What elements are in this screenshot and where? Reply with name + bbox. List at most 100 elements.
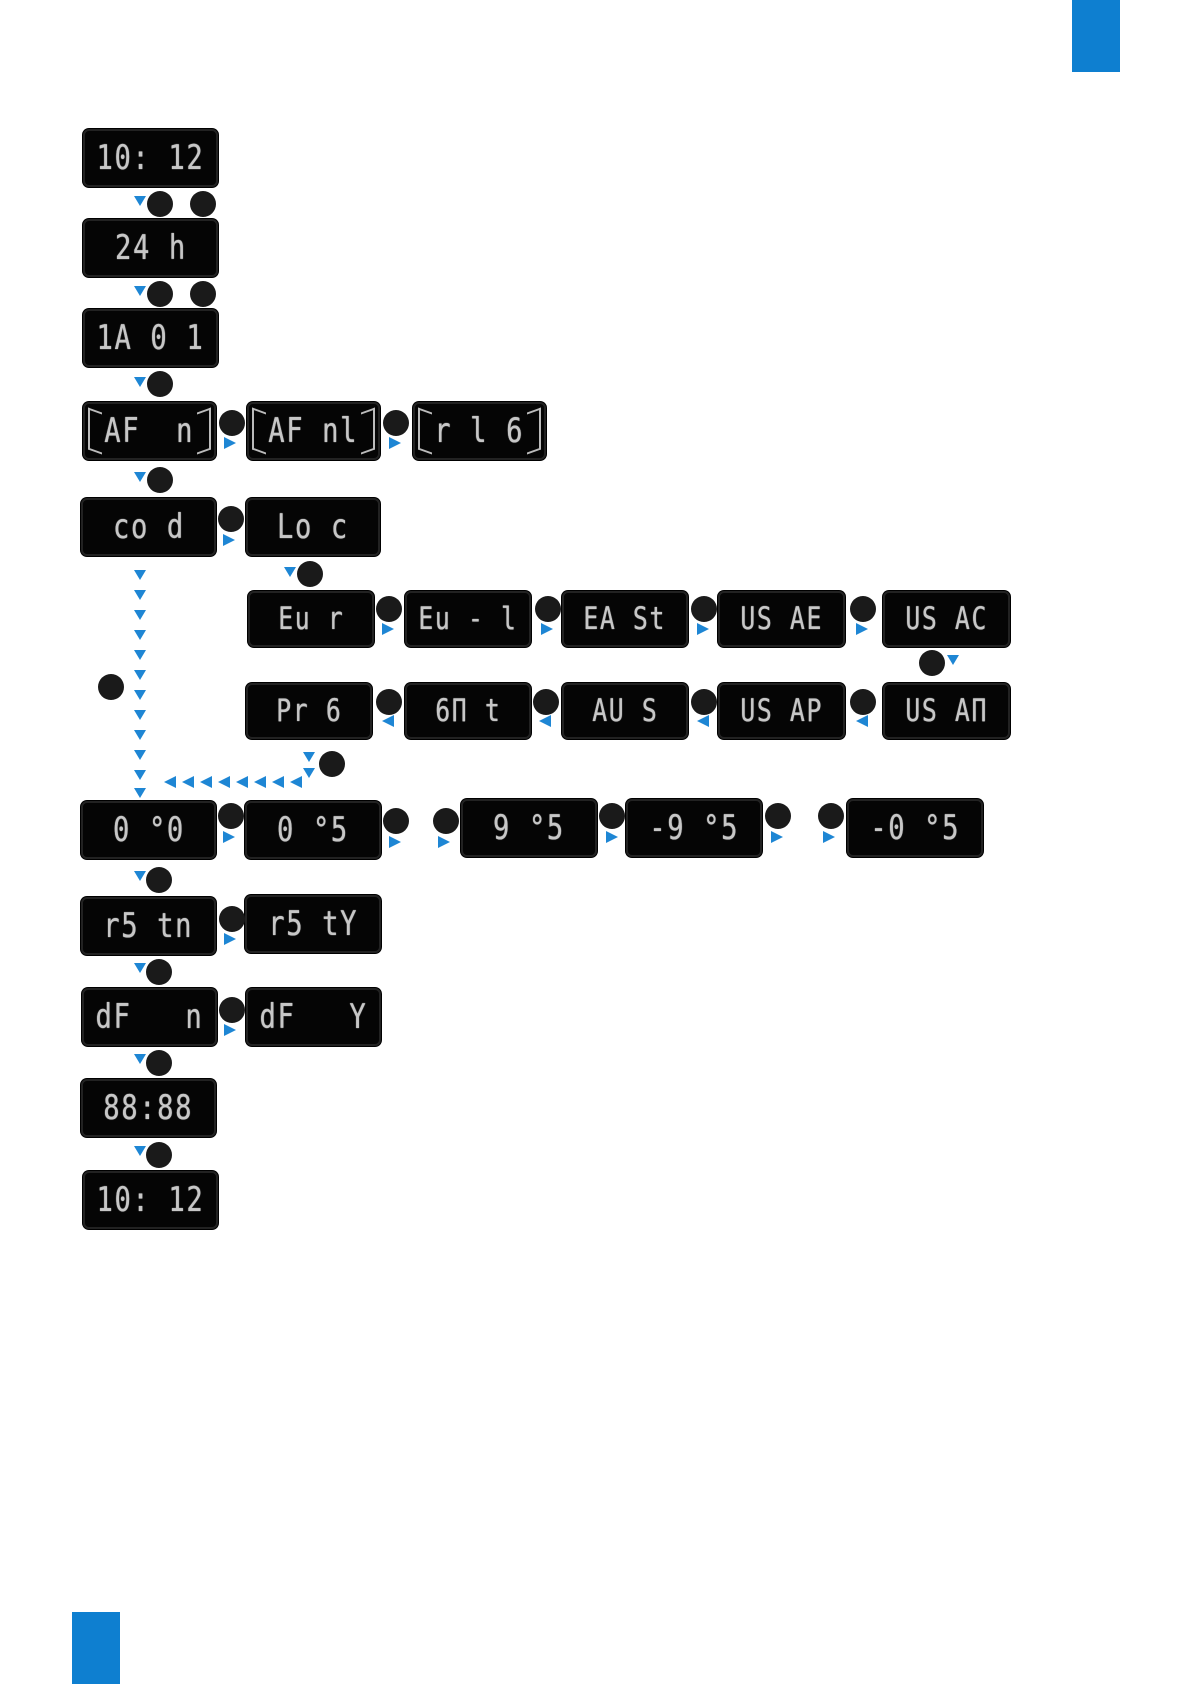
display-eur: Eu r: [248, 591, 374, 647]
button-dot-icon: [147, 371, 173, 397]
arrow-left-icon: [164, 776, 176, 788]
arrow-down-icon: [134, 963, 146, 973]
page-tab-top: [1072, 0, 1120, 72]
button-dot-icon: [219, 997, 245, 1023]
display-offset-9-05: 9 °5: [461, 799, 597, 857]
button-dot-icon: [147, 281, 173, 307]
button-dot-icon: [219, 906, 245, 932]
arrow-down-icon: [134, 650, 146, 660]
arrow-right-icon: [771, 831, 783, 843]
display-time-start: 10: 12: [83, 129, 218, 187]
display-usac: US AC: [883, 591, 1010, 647]
display-usam: US AΠ: [883, 683, 1010, 739]
arrow-right-icon: [224, 1024, 236, 1036]
display-hour-format: 24 h: [83, 219, 218, 277]
button-dot-icon: [146, 867, 172, 893]
button-dot-icon: [146, 1050, 172, 1076]
arrow-left-icon: [697, 715, 709, 727]
button-dot-icon: [818, 803, 844, 829]
display-aus: AU S: [562, 683, 688, 739]
arrow-right-icon: [223, 831, 235, 843]
button-dot-icon: [218, 506, 244, 532]
arrow-down-icon: [134, 1054, 146, 1064]
button-dot-icon: [98, 674, 124, 700]
arrow-down-icon: [284, 567, 296, 577]
arrow-down-icon: [134, 710, 146, 720]
display-loc: Lo c: [246, 498, 380, 556]
button-dot-icon: [319, 751, 345, 777]
button-dot-icon: [919, 650, 945, 676]
button-dot-icon: [433, 808, 459, 834]
display-east: EA St: [562, 591, 688, 647]
display-usap: US AP: [718, 683, 845, 739]
arrow-down-icon: [947, 655, 959, 665]
button-dot-icon: [146, 1142, 172, 1168]
arrow-down-icon: [134, 788, 146, 798]
button-dot-icon: [376, 689, 402, 715]
arrow-right-icon: [856, 623, 868, 635]
button-dot-icon: [383, 808, 409, 834]
button-dot-icon: [147, 467, 173, 493]
arrow-down-icon: [134, 196, 146, 206]
arrow-down-icon: [134, 630, 146, 640]
display-afny: AF nl: [247, 402, 380, 460]
button-dot-icon: [535, 596, 561, 622]
button-dot-icon: [383, 410, 409, 436]
display-firmware: 1A 0 1: [83, 309, 218, 367]
arrow-right-icon: [697, 623, 709, 635]
arrow-down-icon: [303, 768, 315, 778]
button-dot-icon: [533, 689, 559, 715]
button-dot-icon: [850, 596, 876, 622]
arrow-down-icon: [134, 1146, 146, 1156]
arrow-down-icon: [134, 730, 146, 740]
arrow-right-icon: [541, 623, 553, 635]
display-offset-neg-0-05: -0 °5: [847, 799, 983, 857]
arrow-right-icon: [224, 933, 236, 945]
display-afn: AF n: [83, 402, 216, 460]
arrow-left-icon: [182, 776, 194, 788]
arrow-right-icon: [224, 437, 236, 449]
arrow-right-icon: [389, 836, 401, 848]
button-dot-icon: [850, 689, 876, 715]
arrow-left-icon: [236, 776, 248, 788]
arrow-down-icon: [134, 377, 146, 387]
arrow-left-icon: [272, 776, 284, 788]
arrow-left-icon: [382, 715, 394, 727]
display-rstn: r5 tn: [81, 897, 216, 955]
button-dot-icon: [147, 191, 173, 217]
button-dot-icon: [376, 596, 402, 622]
arrow-left-icon: [290, 776, 302, 788]
arrow-right-icon: [223, 534, 235, 546]
page-tab-bottom: [72, 1612, 120, 1684]
display-cod: co d: [81, 498, 216, 556]
arrow-down-icon: [134, 770, 146, 780]
display-offset-0-05: 0 °5: [245, 801, 381, 859]
arrow-right-icon: [606, 831, 618, 843]
button-dot-icon: [599, 803, 625, 829]
display-dfn: dF n: [82, 988, 217, 1046]
display-rsty: r5 tY: [245, 895, 381, 953]
arrow-down-icon: [134, 570, 146, 580]
display-all8: 88:88: [81, 1079, 216, 1137]
arrow-left-icon: [539, 715, 551, 727]
button-dot-icon: [146, 959, 172, 985]
display-dfy: dF Y: [246, 988, 381, 1046]
button-dot-icon: [219, 410, 245, 436]
button-dot-icon: [691, 689, 717, 715]
arrow-down-icon: [134, 610, 146, 620]
display-eu1: Eu - l: [405, 591, 531, 647]
arrow-down-icon: [134, 472, 146, 482]
display-gmt: 6Π t: [405, 683, 531, 739]
arrow-right-icon: [438, 836, 450, 848]
display-offset-neg-9-05: -9 °5: [626, 799, 762, 857]
arrow-left-icon: [856, 715, 868, 727]
arrow-down-icon: [303, 752, 315, 762]
display-time-end: 10: 12: [83, 1171, 218, 1229]
arrow-right-icon: [389, 437, 401, 449]
button-dot-icon: [190, 281, 216, 307]
arrow-right-icon: [823, 831, 835, 843]
display-ir16: r l 6: [413, 402, 546, 460]
button-dot-icon: [765, 803, 791, 829]
display-usae: US AE: [718, 591, 845, 647]
arrow-down-icon: [134, 286, 146, 296]
